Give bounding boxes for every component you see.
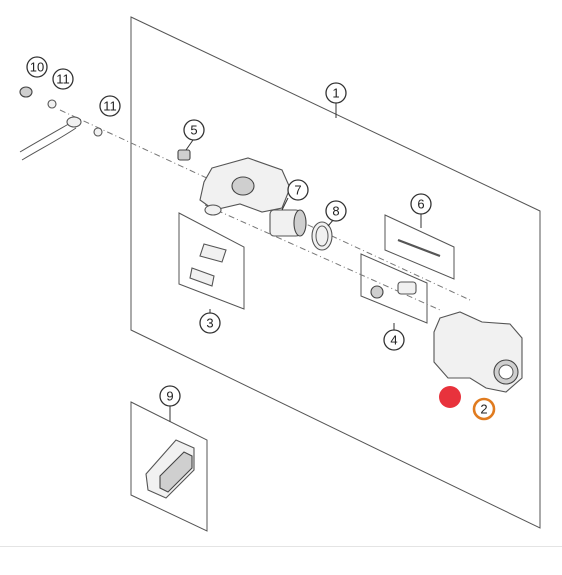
- subgroup-panel-6: [384, 214, 455, 280]
- caliper-bore: [231, 176, 255, 196]
- assembly-panel: [130, 16, 541, 529]
- svg-text:4: 4: [390, 333, 397, 348]
- callout-10[interactable]: 10: [26, 56, 48, 78]
- svg-text:1: 1: [332, 86, 339, 101]
- callout-11-upper[interactable]: 11: [52, 68, 74, 90]
- callout-2-highlighted[interactable]: 2: [472, 397, 496, 421]
- leader-7: [281, 197, 289, 211]
- selection-marker-dot[interactable]: [439, 386, 461, 408]
- bottom-divider: [0, 546, 562, 547]
- leader-5: [185, 139, 194, 151]
- bracket-bore-inner: [498, 364, 514, 380]
- assembly-axis-line-2: [204, 204, 441, 311]
- svg-text:9: 9: [166, 389, 173, 404]
- callout-3[interactable]: 3: [199, 312, 221, 334]
- svg-text:2: 2: [480, 402, 487, 417]
- callout-1[interactable]: 1: [325, 82, 347, 104]
- svg-text:6: 6: [417, 197, 424, 212]
- callout-5[interactable]: 5: [183, 119, 205, 141]
- caliper-slide-pin: [204, 204, 222, 216]
- callout-9[interactable]: 9: [159, 385, 181, 407]
- banjo-bolt: [19, 86, 33, 98]
- pad-spring-clip-lower: [189, 267, 215, 287]
- callout-6[interactable]: 6: [410, 193, 432, 215]
- callout-11-lower[interactable]: 11: [99, 95, 121, 117]
- seal-ring-lower: [93, 127, 103, 137]
- brake-hose: [19, 121, 73, 153]
- piston-seal: [311, 221, 333, 251]
- pad-pin: [397, 238, 441, 258]
- subgroup-panel-9: [130, 401, 208, 532]
- bleeder-screw: [177, 149, 191, 161]
- subgroup-panel-4: [360, 253, 428, 324]
- svg-text:5: 5: [190, 123, 197, 138]
- pad-spring-clip-upper: [199, 243, 227, 263]
- svg-text:10: 10: [30, 60, 44, 75]
- guide-pin: [397, 281, 417, 295]
- callout-4[interactable]: 4: [383, 329, 405, 351]
- svg-text:8: 8: [332, 204, 339, 219]
- subgroup-panel-3: [178, 212, 245, 310]
- piston-seal-inner: [315, 225, 329, 247]
- svg-text:11: 11: [103, 99, 117, 114]
- svg-text:7: 7: [294, 183, 301, 198]
- seal-ring-upper: [47, 99, 57, 109]
- guide-bushing: [370, 285, 384, 299]
- piston-face: [293, 209, 307, 237]
- svg-text:3: 3: [206, 316, 213, 331]
- svg-text:11: 11: [56, 72, 70, 87]
- banjo-fitting: [66, 116, 82, 128]
- callout-7[interactable]: 7: [287, 179, 309, 201]
- brake-pad-rear: [159, 451, 193, 493]
- brake-hose-outer: [21, 127, 77, 161]
- callout-8[interactable]: 8: [325, 200, 347, 222]
